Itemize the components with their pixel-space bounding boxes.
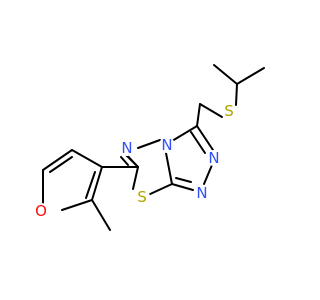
bond-s-ch	[235, 83, 238, 106]
atom-n-triazole-1-label: N	[208, 149, 219, 167]
atom-n-thiadiazole-label: N	[121, 139, 132, 157]
atom-s-thioether: S	[221, 102, 237, 120]
atom-s-ring: S	[134, 188, 150, 206]
bond-c3-ch2	[196, 103, 201, 127]
atom-n-thiadiazole: N	[119, 139, 135, 157]
bond-ch-ch3b	[236, 67, 265, 85]
atom-n-triazole-2-label: N	[196, 184, 207, 202]
bond-furan-c2-c3-double	[85, 171, 96, 199]
bond-ch2-s	[199, 103, 223, 118]
atom-labels: O N N N N S S	[33, 102, 237, 220]
bond-c6-n7-double-b	[120, 156, 129, 166]
bond-ch-ch3a	[213, 64, 238, 85]
thiadiazole-ring	[120, 139, 173, 196]
atom-n-bridge-label: N	[161, 136, 172, 154]
bond-furan-c4-c3	[71, 149, 103, 168]
bond-n2-n3	[203, 164, 213, 185]
bond-c3-n2-double-b	[190, 131, 206, 154]
bond-n3-c7a-double-a	[171, 183, 194, 191]
bond-s-c6	[132, 166, 139, 190]
bond-n1-c3	[171, 125, 198, 142]
bond-c3-n2-double-a	[196, 125, 214, 151]
atom-n-bridge: N	[159, 136, 175, 154]
bond-furan-c4-c3-double	[49, 156, 73, 173]
atom-n-triazole-2: N	[194, 184, 210, 202]
bond-c6-n7	[124, 153, 139, 168]
atom-o-furan-label: O	[35, 202, 47, 220]
bond-n1-c7a	[165, 152, 173, 185]
bond-methyl	[91, 199, 111, 231]
side-chain	[196, 64, 265, 127]
bond-furan-c5-c4	[42, 149, 73, 171]
triazole-ring	[171, 125, 214, 191]
bond-furan-c2-o	[61, 199, 93, 211]
molecule-diagram: O N N N N S S	[33, 64, 265, 231]
bond-c7a-s	[147, 183, 173, 196]
atom-s-ring-label: S	[137, 188, 147, 206]
atom-s-thioether-label: S	[224, 102, 234, 120]
furan-ring	[42, 149, 111, 231]
bond-n7-n1	[137, 139, 161, 149]
bond-furan-c3-c2	[91, 166, 103, 201]
atom-n-triazole-1: N	[206, 149, 222, 167]
atom-o-furan: O	[33, 202, 49, 220]
bond-n3-c7a-double-b	[175, 177, 192, 183]
